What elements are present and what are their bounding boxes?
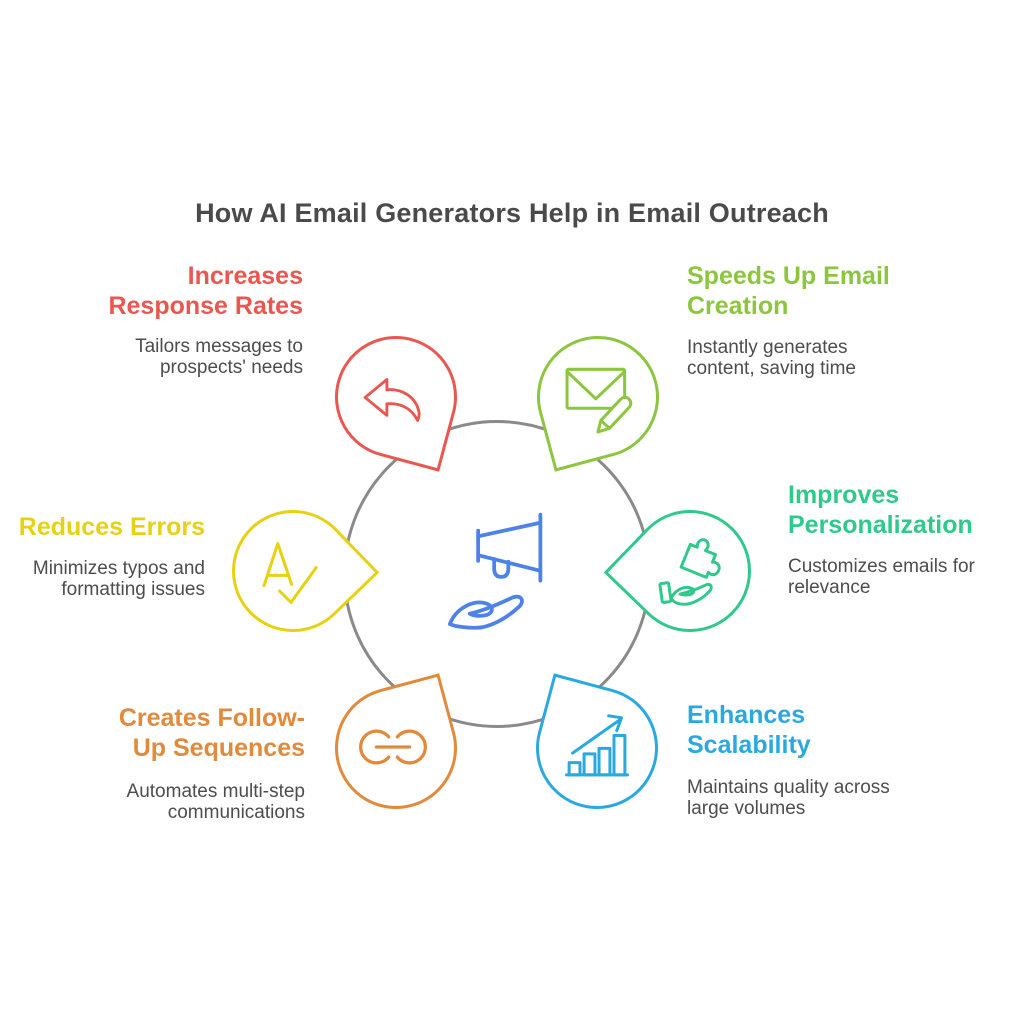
megaphone-in-hand-icon: [440, 509, 554, 641]
heading-line: Personalization: [788, 511, 973, 539]
chain-link-icon: [359, 714, 427, 780]
heading-line: Improves: [788, 481, 900, 509]
spell-check-icon: [261, 540, 321, 606]
item-heading-speeds-up-email-creation: Speeds Up Email Creation: [687, 261, 890, 321]
item-heading-creates-follow-up-sequences: Creates Follow- Up Sequences: [119, 703, 305, 763]
description-line: prospects' needs: [159, 357, 303, 378]
heading-line: Creation: [687, 292, 789, 320]
description-line: Tailors messages to: [135, 336, 303, 357]
description-line: Customizes emails for: [788, 556, 975, 577]
heading-line: Scalability: [687, 731, 811, 759]
growth-chart-icon: [563, 711, 631, 779]
item-heading-improves-personalization: Improves Personalization: [788, 480, 973, 540]
description-line: Automates multi-step: [126, 781, 305, 802]
item-description-reduces-errors: Minimizes typos and formatting issues: [33, 558, 205, 600]
heading-line: Speeds Up Email: [687, 262, 890, 290]
description-line: content, saving time: [687, 358, 856, 379]
item-heading-increases-response-rates: Increases Response Rates: [108, 261, 303, 321]
item-description-improves-personalization: Customizes emails for relevance: [788, 556, 975, 598]
hand-puzzle-icon: [658, 538, 727, 609]
description-line: large volumes: [687, 798, 806, 819]
description-line: Minimizes typos and: [32, 558, 205, 579]
item-description-increases-response-rates: Tailors messages to prospects' needs: [135, 336, 303, 378]
item-heading-reduces-errors: Reduces Errors: [19, 512, 205, 542]
heading-line: Increases: [187, 262, 303, 290]
description-line: communications: [167, 802, 305, 823]
infographic-title: How AI Email Generators Help in Email Ou…: [195, 198, 829, 228]
heading-line: Up Sequences: [132, 734, 305, 762]
email-compose-icon: [562, 365, 634, 437]
item-description-speeds-up-email-creation: Instantly generates content, saving time: [687, 337, 856, 379]
heading-line: Reduces Errors: [18, 513, 205, 541]
heading-line: Creates Follow-: [118, 704, 305, 732]
item-heading-enhances-scalability: Enhances Scalability: [687, 700, 811, 760]
description-line: Maintains quality across: [687, 777, 890, 798]
item-description-creates-follow-up-sequences: Automates multi-step communications: [127, 781, 305, 823]
item-description-enhances-scalability: Maintains quality across large volumes: [687, 777, 890, 819]
heading-line: Response Rates: [108, 292, 303, 320]
description-line: Instantly generates: [687, 337, 848, 358]
heading-line: Enhances: [687, 701, 806, 729]
description-line: formatting issues: [61, 579, 205, 600]
description-line: relevance: [788, 577, 871, 598]
reply-arrow-icon: [360, 368, 424, 432]
